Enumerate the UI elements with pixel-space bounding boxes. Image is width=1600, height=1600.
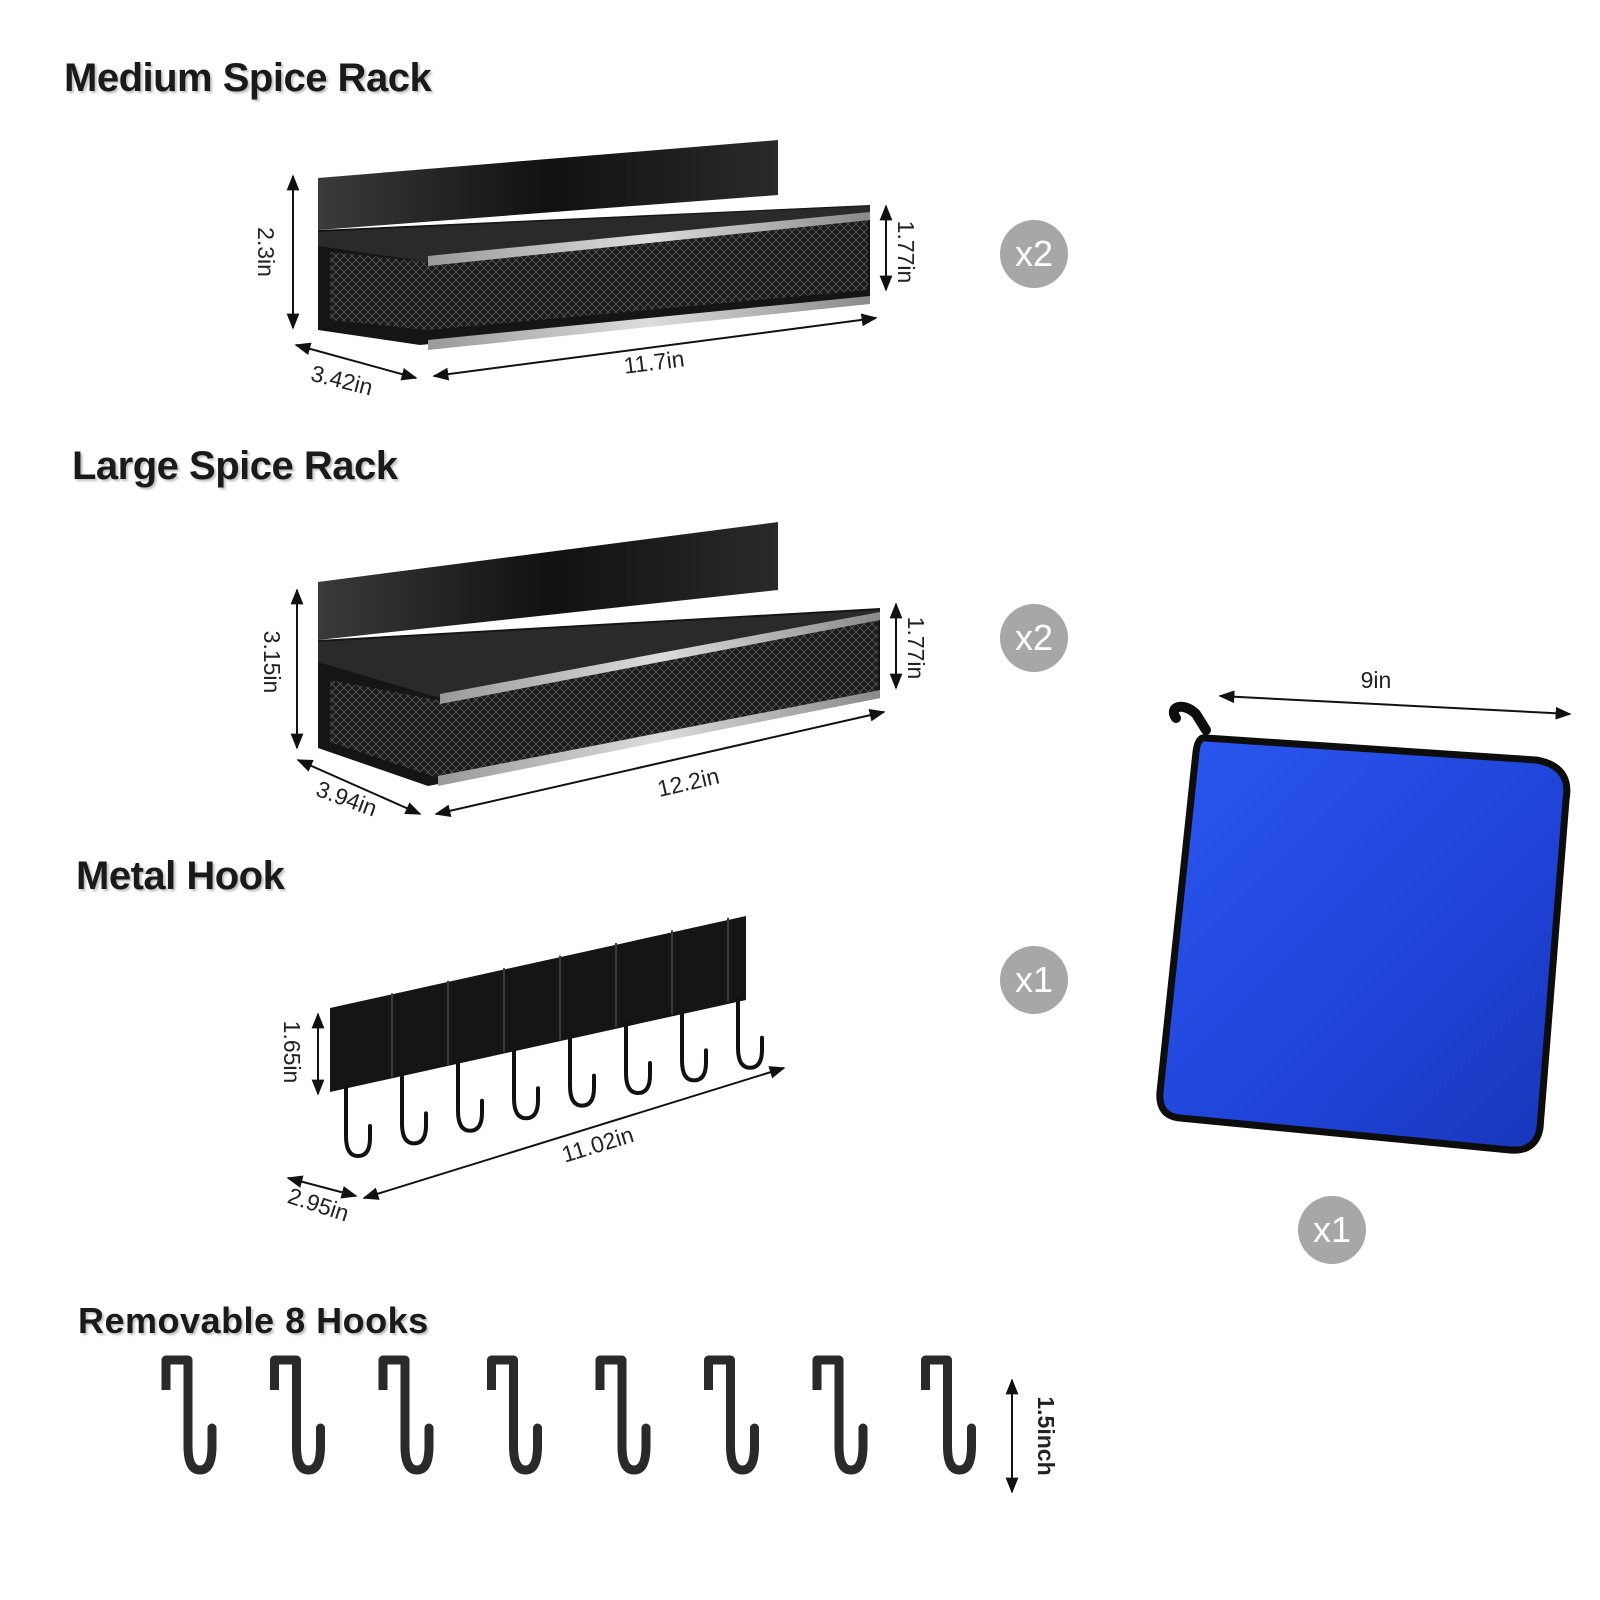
- removable-hook: [161, 1355, 217, 1475]
- metal-hook-curve: [456, 1058, 484, 1133]
- towel-illustration: [1156, 701, 1571, 1154]
- metal-hook-height-label: 1.65in: [279, 1021, 305, 1084]
- metal-hook-curve: [624, 1021, 652, 1096]
- metal-hook-length-label: 11.02in: [559, 1121, 637, 1167]
- removable-hook: [270, 1355, 325, 1475]
- removable-hook: [378, 1355, 434, 1475]
- metal-hook-rack-illustration: [330, 916, 764, 1159]
- metal-hook-curve: [680, 1008, 708, 1083]
- large-dimension-lines: [290, 588, 903, 818]
- removable-hooks-row: [161, 1355, 976, 1475]
- metal-hook-curve: [568, 1033, 596, 1108]
- metal-hook-curve: [344, 1084, 372, 1159]
- medium-basket-height-label: 1.77in: [893, 221, 919, 284]
- medium-quantity-badge: x2: [1000, 220, 1068, 288]
- large-spice-rack-illustration: [318, 522, 880, 786]
- removable-hook-height-label: 1.5inch: [1033, 1396, 1059, 1475]
- large-basket-height-label: 1.77in: [903, 617, 929, 680]
- metal-hook-depth-label: 2.95in: [285, 1182, 353, 1226]
- metal-hook-quantity-badge: x1: [1000, 946, 1068, 1014]
- metal-hook-dimension-lines: [286, 1012, 786, 1200]
- towel-width-label: 9in: [1361, 667, 1392, 693]
- removable-hook: [704, 1355, 759, 1475]
- metal-hook-title: Metal Hook: [76, 854, 285, 898]
- large-spice-rack-title: Large Spice Rack: [72, 444, 398, 488]
- metal-hook-curve: [512, 1046, 540, 1121]
- towel-quantity-badge: x1: [1298, 1196, 1366, 1264]
- towel-width-line: [1218, 690, 1572, 720]
- removable-hook: [487, 1355, 542, 1475]
- medium-depth-label: 3.42in: [308, 360, 375, 400]
- large-length-label: 12.2in: [655, 762, 722, 801]
- removable-hook: [812, 1355, 868, 1475]
- metal-hook-separators: [391, 917, 729, 1078]
- metal-hook-curve: [400, 1071, 428, 1146]
- medium-spice-rack-title: Medium Spice Rack: [64, 56, 432, 100]
- removable-hook: [921, 1355, 976, 1475]
- large-height-label: 3.15in: [259, 631, 285, 694]
- removable-hook: [595, 1355, 651, 1475]
- medium-dimension-lines: [286, 174, 893, 381]
- metal-hook-curve: [736, 995, 764, 1070]
- large-quantity-badge: x2: [1000, 604, 1068, 672]
- medium-height-label: 2.3in: [253, 227, 279, 277]
- medium-spice-rack-illustration: [318, 140, 870, 350]
- removable-hooks-title: Removable 8 Hooks: [78, 1300, 429, 1341]
